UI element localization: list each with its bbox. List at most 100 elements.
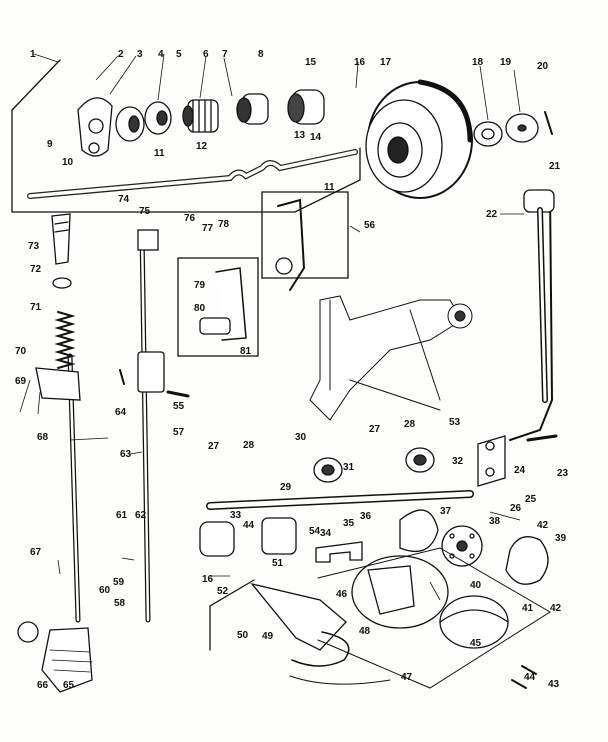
bracket-47 bbox=[289, 675, 391, 685]
part-label-75: 75 bbox=[139, 206, 151, 217]
part-label-46: 46 bbox=[336, 589, 348, 600]
part-label-17: 17 bbox=[380, 57, 392, 68]
part-label-76: 76 bbox=[184, 213, 196, 224]
part-label-16b: 16 bbox=[202, 574, 214, 585]
part-label-27: 27 bbox=[208, 441, 220, 452]
washer-72 bbox=[52, 277, 72, 289]
part-label-24: 24 bbox=[514, 465, 526, 476]
link-24 bbox=[477, 435, 506, 487]
bracket-35 bbox=[315, 541, 363, 563]
machine-overview bbox=[309, 295, 473, 421]
part-label-34: 34 bbox=[320, 528, 332, 539]
part-label-44: 44 bbox=[243, 520, 255, 531]
part-label-77: 77 bbox=[202, 223, 214, 234]
part-label-26: 26 bbox=[510, 503, 522, 514]
part-label-7: 7 bbox=[222, 49, 228, 60]
gear-housing-33 bbox=[199, 521, 235, 557]
part-label-54: 54 bbox=[309, 526, 321, 537]
presser-foot-65 bbox=[41, 627, 93, 693]
part-label-57: 57 bbox=[173, 427, 185, 438]
leader-lines bbox=[19, 53, 524, 601]
part-label-37: 37 bbox=[440, 506, 452, 517]
part-label-51: 51 bbox=[272, 558, 284, 569]
guide-70 bbox=[35, 367, 81, 401]
part-label-50: 50 bbox=[237, 630, 249, 641]
thumb-screw-73 bbox=[51, 213, 71, 265]
part-label-63: 63 bbox=[120, 449, 132, 460]
bushing-15 bbox=[287, 89, 325, 125]
spring-71 bbox=[54, 311, 76, 369]
part-label-22: 22 bbox=[486, 209, 498, 220]
part-label-29: 29 bbox=[280, 482, 292, 493]
part-label-9: 9 bbox=[47, 139, 53, 150]
eccentric-8 bbox=[236, 93, 269, 125]
part-label-33: 33 bbox=[230, 510, 242, 521]
part-label-67: 67 bbox=[30, 547, 42, 558]
thumb-nut-66 bbox=[17, 621, 39, 643]
screw-20 bbox=[544, 111, 553, 135]
part-label-18: 18 bbox=[472, 57, 484, 68]
bolt-23 bbox=[526, 434, 558, 442]
part-label-60: 60 bbox=[99, 585, 111, 596]
part-label-52: 52 bbox=[217, 586, 229, 597]
part-label-32: 32 bbox=[452, 456, 464, 467]
part-label-44b: 44 bbox=[524, 672, 536, 683]
part-label-12: 12 bbox=[196, 141, 208, 152]
needle-bar-frame-56 bbox=[261, 191, 349, 279]
part-label-1: 1 bbox=[30, 49, 36, 60]
worm-gear-6 bbox=[182, 99, 219, 133]
part-label-55: 55 bbox=[173, 401, 185, 412]
washer-18 bbox=[473, 121, 503, 147]
bobbin-case-39 bbox=[505, 536, 549, 585]
part-label-71: 71 bbox=[30, 302, 42, 313]
part-label-35: 35 bbox=[343, 518, 355, 529]
part-label-61: 61 bbox=[116, 510, 128, 521]
part-label-59: 59 bbox=[113, 577, 125, 588]
part-label-65: 65 bbox=[63, 680, 75, 691]
part-label-74: 74 bbox=[118, 194, 130, 205]
shuttle-46 bbox=[367, 565, 415, 615]
part-label-81: 81 bbox=[240, 346, 252, 357]
part-label-2: 2 bbox=[118, 49, 124, 60]
part-label-42b: 42 bbox=[537, 520, 549, 531]
part-label-66: 66 bbox=[37, 680, 49, 691]
part-label-80: 80 bbox=[194, 303, 206, 314]
feed-frame-50 bbox=[209, 579, 255, 651]
part-label-20: 20 bbox=[537, 61, 549, 72]
feed-bar-49 bbox=[250, 582, 347, 651]
part-label-53: 53 bbox=[449, 417, 461, 428]
part-label-11: 11 bbox=[154, 148, 165, 159]
part-label-28: 28 bbox=[243, 440, 255, 451]
part-label-25: 25 bbox=[525, 494, 537, 505]
part-label-27b: 27 bbox=[369, 424, 381, 435]
part-label-4: 4 bbox=[158, 49, 164, 60]
part-label-13: 13 bbox=[294, 130, 306, 141]
part-label-41: 41 bbox=[522, 603, 534, 614]
part-label-49: 49 bbox=[262, 631, 274, 642]
part-label-21: 21 bbox=[549, 161, 561, 172]
part-label-23: 23 bbox=[557, 468, 569, 479]
part-label-8: 8 bbox=[258, 49, 264, 60]
part-label-39: 39 bbox=[555, 533, 567, 544]
part-label-11b: 11 bbox=[324, 182, 335, 193]
part-label-56: 56 bbox=[364, 220, 376, 231]
part-label-10: 10 bbox=[62, 157, 74, 168]
hand-wheel-17 bbox=[365, 79, 473, 199]
part-label-64: 64 bbox=[115, 407, 127, 418]
frame-78 bbox=[177, 257, 259, 357]
part-label-38: 38 bbox=[489, 516, 501, 527]
arm-shaft bbox=[27, 149, 358, 199]
part-label-73: 73 bbox=[28, 241, 40, 252]
part-label-70: 70 bbox=[15, 346, 27, 357]
part-label-5: 5 bbox=[176, 49, 182, 60]
part-label-72: 72 bbox=[30, 264, 42, 275]
part-label-36: 36 bbox=[360, 511, 372, 522]
part-label-6: 6 bbox=[203, 49, 209, 60]
part-label-15: 15 bbox=[305, 57, 317, 68]
part-label-62: 62 bbox=[135, 510, 147, 521]
part-label-69: 69 bbox=[15, 376, 27, 387]
part-label-42: 42 bbox=[550, 603, 562, 614]
part-label-68: 68 bbox=[37, 432, 49, 443]
